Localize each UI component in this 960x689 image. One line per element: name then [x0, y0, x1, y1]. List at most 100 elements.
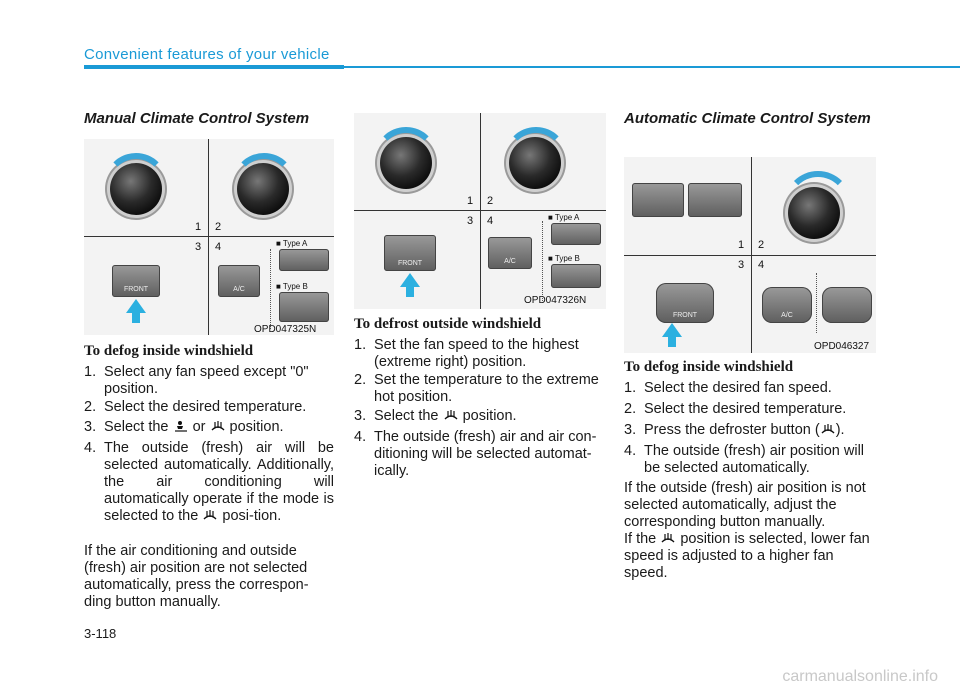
figure-divider-dotted [542, 221, 543, 301]
step-2: 2. Select the desired temperature. [84, 399, 334, 416]
press-arrow-icon [126, 299, 146, 313]
watermark-text: carmanualsonline.info [782, 668, 938, 685]
step-text: The outside (fresh) air position will be… [644, 443, 865, 476]
rotate-arrow-icon [504, 127, 568, 191]
figure-divider-horizontal [354, 210, 606, 211]
step-number: 3. [354, 408, 367, 424]
step-2: 2. Select the desired temperature. [624, 401, 876, 418]
step-text-post: posi-tion. [222, 508, 282, 524]
figure-num-4: 4 [487, 215, 494, 227]
figure-num-1: 1 [195, 221, 202, 233]
step-number: 2. [624, 401, 637, 417]
figure-manual-defrost: 1 2 3 4 FRONT A/C ■ Type A ■ Type B OPD0… [354, 113, 606, 309]
step-3: 3. Select the position. [354, 408, 606, 425]
figure-num-3: 3 [467, 215, 474, 227]
subhead-defrost: To defrost outside windshield [354, 316, 542, 332]
subhead-defog-manual: To defog inside windshield [84, 343, 254, 359]
header-rule [84, 66, 960, 68]
figure-num-1: 1 [738, 239, 745, 251]
button-label-ac: A/C [781, 312, 793, 319]
rotate-arrow-icon [104, 153, 168, 217]
step-text: The outside (fresh) air and air con-diti… [374, 429, 597, 479]
button-label-front: FRONT [123, 286, 149, 293]
mode-button-type-a [279, 249, 329, 271]
figure-divider-vertical [480, 113, 481, 309]
figure-num-2: 2 [758, 239, 765, 251]
step-number: 2. [84, 399, 97, 415]
defrost-icon [203, 509, 218, 520]
step-1: 1. Select any fan speed except "0" posit… [84, 364, 334, 398]
step-text-post: ). [835, 422, 845, 438]
figure-divider-horizontal [84, 236, 334, 237]
button-label-front: FRONT [397, 260, 423, 267]
section-title-manual: Manual Climate Control System [84, 110, 310, 127]
fan-up-button [688, 183, 742, 217]
step-text: Select the desired fan speed. [644, 380, 832, 396]
press-arrow-stem [668, 337, 676, 347]
defrost-icon [821, 423, 835, 434]
press-arrow-icon [400, 273, 420, 287]
defrost-icon [661, 532, 675, 543]
type-a-label: ■ Type A [276, 239, 308, 248]
step-text-post: position. [462, 408, 517, 424]
paragraph-auto-fan: If the position is selected, lower fan s… [624, 531, 876, 582]
step-number: 1. [354, 337, 367, 353]
page-number: 3-118 [84, 626, 117, 641]
step-2: 2. Set the temperature to the extreme ho… [354, 372, 606, 406]
step-4: 4. The outside (fresh) air and air con-d… [354, 429, 606, 480]
ac-button: A/C [488, 237, 532, 269]
defrost-icon [443, 409, 458, 420]
defrost-front-button: FRONT [112, 265, 160, 297]
figure-code: OPD047325N [254, 324, 317, 335]
figure-divider-horizontal [624, 255, 876, 256]
step-number: 3. [84, 419, 97, 435]
step-3: 3. Press the defroster button (). [624, 422, 876, 439]
rotate-arrow-icon [784, 171, 852, 239]
type-b-label: ■ Type B [548, 254, 580, 263]
step-number: 2. [354, 372, 367, 388]
step-number: 1. [624, 380, 637, 396]
rotate-arrow-icon [232, 153, 296, 217]
paragraph-manual-note: If the air conditioning and outside (fre… [84, 543, 309, 610]
step-text-pre: Select the [374, 408, 439, 424]
subhead-defog-auto: To defog inside windshield [624, 359, 794, 375]
floor-defrost-icon [173, 420, 188, 432]
press-arrow-stem [406, 287, 414, 297]
defrost-icon [210, 420, 225, 431]
mode-button [822, 287, 872, 323]
step-text-pre: Press the defroster button ( [644, 422, 820, 438]
button-label-ac: A/C [233, 286, 245, 293]
step-1: 1. Set the fan speed to the highest (ext… [354, 337, 606, 371]
figure-num-1: 1 [467, 195, 474, 207]
step-text: Select the desired temperature. [644, 401, 847, 417]
step-text-pre: The outside (fresh) air will be selected… [104, 440, 334, 524]
paragraph-auto-note: If the outside (fresh) air position is n… [624, 480, 866, 530]
step-3: 3. Select the or position. [84, 419, 334, 436]
figure-divider-vertical [208, 139, 209, 335]
rotate-arrow-icon [374, 127, 438, 191]
mode-button-type-a [551, 223, 601, 245]
para-text-pre: If the [624, 531, 657, 547]
figure-num-3: 3 [738, 259, 745, 271]
type-b-label: ■ Type B [276, 282, 308, 291]
figure-num-2: 2 [215, 221, 222, 233]
defrost-front-button: FRONT [656, 283, 714, 323]
ac-button: A/C [218, 265, 260, 297]
step-number: 4. [84, 440, 97, 456]
button-label-ac: A/C [504, 258, 516, 265]
step-4: 4. The outside (fresh) air will be selec… [84, 440, 334, 525]
section-title-automatic: Automatic Climate Control System [624, 110, 871, 127]
step-text: Select the desired temperature. [104, 399, 307, 415]
step-number: 3. [624, 422, 637, 438]
mode-button-type-b [279, 292, 329, 322]
step-text: Select any fan speed except "0" position… [104, 364, 309, 397]
figure-num-4: 4 [215, 241, 222, 253]
step-text: Set the fan speed to the highest (extrem… [374, 337, 579, 370]
step-text-post: position. [229, 419, 284, 435]
figure-code: OPD047326N [524, 295, 587, 306]
figure-manual-defog: 1 2 3 4 FRONT A/C ■ Type A ■ Type B OPD0… [84, 139, 334, 335]
step-text: Set the temperature to the extreme hot p… [374, 372, 599, 405]
mode-button-type-b [551, 264, 601, 288]
button-label-front: FRONT [672, 312, 698, 319]
figure-divider-dotted [816, 273, 817, 333]
